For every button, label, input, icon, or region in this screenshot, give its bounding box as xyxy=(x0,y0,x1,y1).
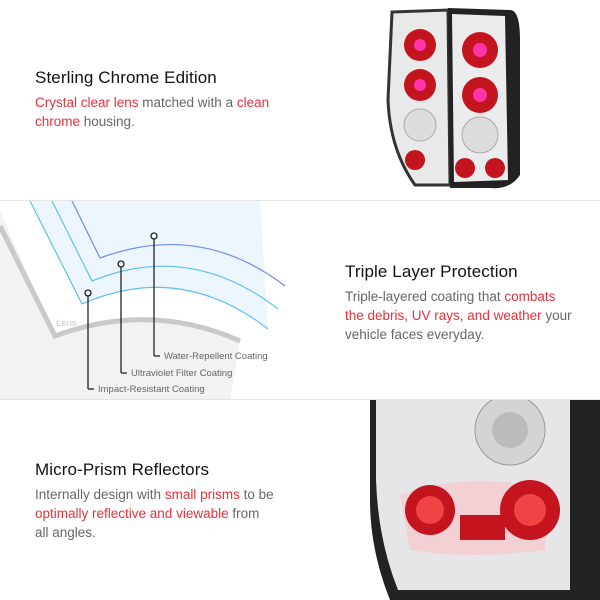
lens-label: Lens xyxy=(56,318,77,329)
layer-label-impact-resistant: Impact-Resistant Coating xyxy=(98,384,205,395)
section-title: Sterling Chrome Edition xyxy=(35,68,217,87)
body-text: from all angles. xyxy=(35,506,260,540)
body-text: Triple-layered coating that xyxy=(345,289,505,304)
layer-label-uv-filter: Ultraviolet Filter Coating xyxy=(131,368,232,379)
section-micro-prism: Micro-Prism Reflectors Internally design… xyxy=(0,400,600,600)
highlight-text: combats the debris, UV rays, and weather xyxy=(345,289,556,323)
highlight-text: clean chrome xyxy=(35,95,270,129)
taillight-pair-image xyxy=(386,8,520,189)
section-chrome-edition: Sterling Chrome Edition Crystal clear le… xyxy=(0,0,600,200)
section-title: Triple Layer Protection xyxy=(345,262,518,281)
body-text: Internally design with xyxy=(35,487,165,502)
section-description: Internally design with small prisms to b… xyxy=(35,485,275,542)
body-text: matched with a xyxy=(138,95,237,110)
highlight-text: optimally reflective and viewable xyxy=(35,506,229,521)
section-description: Crystal clear lens matched with a clean … xyxy=(35,93,275,131)
reflector-closeup-image xyxy=(370,400,600,600)
section-triple-layer: Lens Water-Repellent Coating Ultraviolet… xyxy=(0,200,600,400)
section-title: Micro-Prism Reflectors xyxy=(35,460,210,479)
highlight-text: small prisms xyxy=(164,487,240,502)
highlight-text: Crystal clear lens xyxy=(35,95,139,110)
body-text: housing. xyxy=(80,114,135,129)
section-description: Triple-layered coating that combats the … xyxy=(345,287,575,344)
body-text: to be xyxy=(239,487,274,502)
layer-label-water-repellent: Water-Repellent Coating xyxy=(164,351,268,362)
body-text: your vehicle faces everyday. xyxy=(345,308,572,342)
coating-layers-diagram: Lens Water-Repellent Coating Ultraviolet… xyxy=(0,201,286,399)
